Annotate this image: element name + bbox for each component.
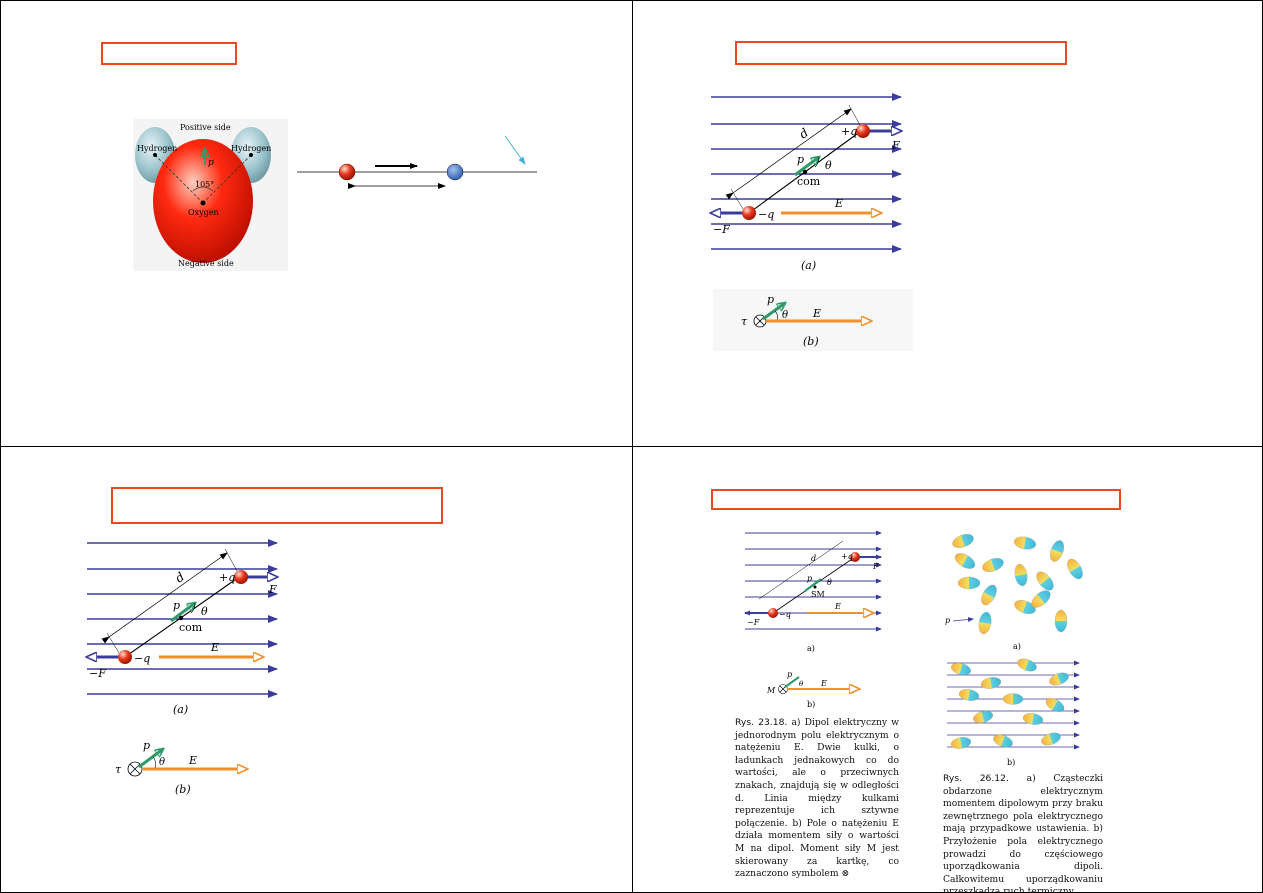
aligned-dipoles <box>950 658 1069 749</box>
minus-force-label: −F <box>713 223 730 236</box>
label-b: (b) <box>175 783 191 796</box>
label-b: (b) <box>803 335 819 348</box>
label-a-pr: a) <box>1013 642 1021 651</box>
label-b-pr: b) <box>1007 758 1015 767</box>
caption-left: Rys. 23.18. a) Dipol elektryczny w jedno… <box>735 717 899 881</box>
moment-label-pl: M <box>766 686 776 695</box>
dipole-label: p <box>173 599 180 612</box>
positive-side-label: Positive side <box>180 123 231 132</box>
random-dipoles <box>952 534 1083 635</box>
label-b-pl: b) <box>807 700 815 709</box>
com-label: com <box>179 621 203 634</box>
water-molecule-figure: Positive side Hydrogen Hydrogen p 105° O… <box>133 119 288 271</box>
torque-figure-b: τ p θ E (b) <box>713 289 913 351</box>
label-a: (a) <box>801 259 816 272</box>
caption-left-text: a) Dipol elektryczny w jednorodnym polu … <box>735 717 900 880</box>
slide-3: d +q −q F −F p θ com E (a) τ p θ E (b) <box>0 446 633 893</box>
field-lines <box>745 530 882 632</box>
plus-q-label: +q <box>219 571 235 584</box>
oxygen-label: Oxygen <box>188 208 219 217</box>
force-label: F <box>891 139 900 152</box>
com-label: com <box>797 175 821 188</box>
plus-charge <box>234 570 248 584</box>
force-label: F <box>268 583 277 596</box>
pointer-arrow <box>504 135 526 165</box>
caption-left-number: Rys. 23.18. <box>735 717 788 728</box>
random-dipoles-figure-a: p a) <box>945 534 1083 651</box>
negative-charge-ball <box>338 163 356 181</box>
positive-charge-ball <box>446 163 464 181</box>
theta-label: θ <box>825 159 832 172</box>
hydrogen-left-label: Hydrogen <box>137 144 177 153</box>
plus-q-label-pl: +q <box>841 552 853 561</box>
dipole-label-pl-b: p <box>787 670 792 679</box>
slide-4-title-box <box>711 489 1121 510</box>
minus-q-label: −q <box>758 208 774 221</box>
dipole-label-b: p <box>767 293 774 306</box>
field-label-b: E <box>812 307 821 320</box>
theta-label-b: θ <box>159 757 165 768</box>
dipole-in-field-figure-a-large: d +q −q F −F p θ com E (a) <box>87 539 287 716</box>
minus-force-label-pl: −F <box>747 618 760 627</box>
caption-right: Rys. 26.12. a) Cząsteczki obdarzone elek… <box>943 773 1104 893</box>
slide-1: Positive side Hydrogen Hydrogen p 105° O… <box>0 0 633 447</box>
theta-label-pl-b: θ <box>799 680 804 688</box>
textbook-dipole-figure-a: d +q −q F −F p θ SM E a) <box>744 530 882 653</box>
dipole-moment-arrow <box>170 603 195 623</box>
aligned-dipoles-figure-b: b) <box>947 658 1080 767</box>
dipole-label: p <box>208 158 214 168</box>
slide-4: d +q −q F −F p θ SM E a) M p θ E b) Rys.… <box>632 446 1263 893</box>
torque-label: τ <box>115 763 122 776</box>
caption-right-text: a) Cząsteczki obdarzone elektrycznym mom… <box>943 773 1104 893</box>
dipole-label: p <box>797 153 804 166</box>
slide-3-title-box <box>111 487 443 524</box>
label-a-pl: a) <box>807 644 815 653</box>
field-label-pl: E <box>834 602 841 611</box>
theta-label-pl: θ <box>827 578 832 587</box>
slide-2-title-box <box>735 41 1067 65</box>
minus-q-label-pl: −q <box>779 610 791 619</box>
negative-side-label: Negative side <box>178 259 234 268</box>
minus-charge <box>118 650 132 664</box>
field-label-pl-b: E <box>820 679 827 688</box>
plus-q-label: +q <box>841 125 857 138</box>
minus-force-label: −F <box>89 667 106 680</box>
distance-line <box>101 552 228 644</box>
textbook-dipole-figure-b: M p θ E b) <box>766 670 873 709</box>
caption-right-number: Rys. 26.12. <box>943 773 1009 784</box>
dipole-label-pl: p <box>807 574 812 583</box>
com-label-pl: SM <box>811 590 825 599</box>
minus-q-label: −q <box>134 652 150 665</box>
minus-charge <box>742 206 756 220</box>
simple-dipole-diagram <box>297 135 537 189</box>
slide-2: d +q −q F −F p θ com E (a) τ p θ E (b) <box>632 0 1263 447</box>
field-label-b: E <box>188 754 197 767</box>
torque-figure-b-large: τ p θ E (b) <box>115 739 269 796</box>
dipole-label-b: p <box>143 739 150 752</box>
dipole-label-pr: p <box>945 616 950 625</box>
dipole-in-field-figure-a: d +q −q F −F p θ com E (a) <box>711 93 911 272</box>
dipole-moment-arrow-b <box>138 749 163 769</box>
field-label: E <box>210 641 219 654</box>
force-label-pl: F <box>872 562 879 571</box>
theta-label-b: θ <box>782 310 788 321</box>
hydrogen-right-label: Hydrogen <box>231 144 271 153</box>
dipole-moment-arrow-b <box>762 303 785 321</box>
angle-label: 105° <box>195 180 214 189</box>
distance-label-pl: d <box>811 554 816 563</box>
torque-label: τ <box>741 315 748 328</box>
plus-charge <box>856 124 870 138</box>
field-label: E <box>834 197 843 210</box>
slide-1-title-box <box>101 42 237 65</box>
distance-line <box>725 108 852 200</box>
dipole-moment-arrow <box>794 157 819 177</box>
theta-label: θ <box>201 605 208 618</box>
label-a: (a) <box>173 703 188 716</box>
